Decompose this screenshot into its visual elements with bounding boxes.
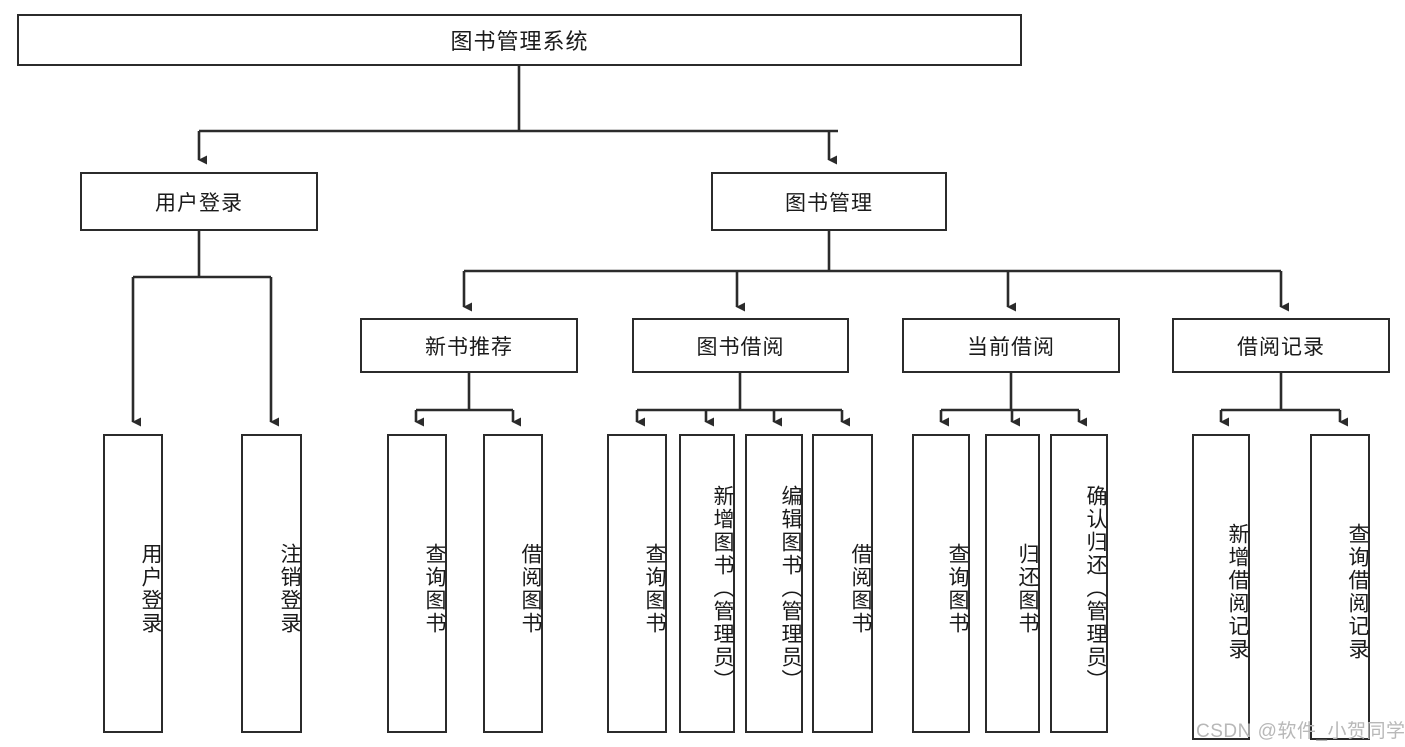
node-leaf-return-book[interactable]: 归还图书: [985, 434, 1040, 733]
node-new-book-recommend[interactable]: 新书推荐: [360, 318, 578, 373]
node-label: 确认归还（管理员）: [1084, 485, 1107, 692]
node-current-borrow[interactable]: 当前借阅: [902, 318, 1120, 373]
node-label: 图书借阅: [696, 335, 785, 359]
node-book-borrow[interactable]: 图书借阅: [632, 318, 849, 373]
node-label: 借阅图书: [519, 542, 542, 635]
node-label: 查询图书: [946, 542, 969, 635]
node-label: 查询图书: [423, 542, 446, 635]
node-leaf-edit-book-admin[interactable]: 编辑图书（管理员）: [745, 434, 803, 733]
node-label: 当前借阅: [967, 335, 1055, 359]
node-leaf-logout[interactable]: 注销登录: [241, 434, 302, 733]
node-label: 借阅记录: [1237, 335, 1325, 359]
node-label: 新书推荐: [425, 335, 513, 359]
node-leaf-query-book-current[interactable]: 查询图书: [912, 434, 970, 733]
node-user-login[interactable]: 用户登录: [80, 172, 318, 231]
node-borrow-record[interactable]: 借阅记录: [1172, 318, 1390, 373]
node-leaf-query-borrow-record[interactable]: 查询借阅记录: [1310, 434, 1370, 740]
node-label: 新增借阅记录: [1226, 523, 1249, 661]
node-label: 用户登录: [139, 542, 162, 635]
node-label: 归还图书: [1016, 542, 1039, 635]
node-leaf-confirm-return-admin[interactable]: 确认归还（管理员）: [1050, 434, 1108, 733]
node-leaf-user-login[interactable]: 用户登录: [103, 434, 163, 733]
node-leaf-add-borrow-record[interactable]: 新增借阅记录: [1192, 434, 1250, 740]
node-label: 图书管理: [785, 191, 873, 215]
csdn-watermark: CSDN @软件_小贺同学: [1196, 721, 1405, 742]
node-label: 编辑图书（管理员）: [779, 485, 802, 692]
node-leaf-query-book-recommend[interactable]: 查询图书: [387, 434, 447, 733]
node-label: 查询借阅记录: [1346, 523, 1369, 661]
node-leaf-add-book-admin[interactable]: 新增图书（管理员）: [679, 434, 735, 733]
node-label: 借阅图书: [849, 542, 872, 635]
node-label: 用户登录: [155, 191, 243, 215]
node-book-management[interactable]: 图书管理: [711, 172, 947, 231]
node-leaf-query-book-borrow[interactable]: 查询图书: [607, 434, 667, 733]
node-leaf-borrow-book[interactable]: 借阅图书: [812, 434, 873, 733]
node-label: 新增图书（管理员）: [711, 485, 734, 692]
node-leaf-borrow-book-recommend[interactable]: 借阅图书: [483, 434, 543, 733]
node-label: 图书管理系统: [450, 29, 589, 54]
node-root-book-management-system[interactable]: 图书管理系统: [17, 14, 1022, 66]
node-label: 注销登录: [278, 542, 301, 635]
node-label: 查询图书: [643, 542, 666, 635]
